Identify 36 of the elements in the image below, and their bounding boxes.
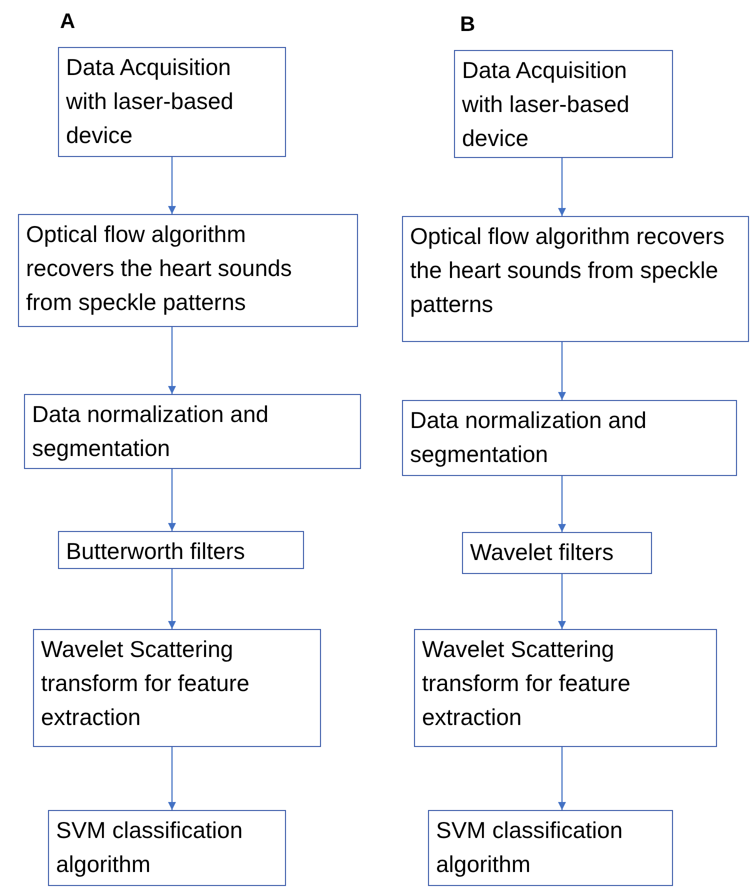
step-text: Data normalization and segmentation <box>410 406 648 469</box>
arrow <box>558 476 566 532</box>
process-box <box>462 532 652 574</box>
step-text: Data normalization and segmentation <box>32 400 270 463</box>
step-text: Wavelet Scattering transform for feature extraction <box>422 635 632 732</box>
step-text: Butterworth filters <box>66 537 246 566</box>
step-text: Wavelet Scattering transform for feature extraction <box>41 635 250 732</box>
process-box <box>24 394 361 469</box>
process-box <box>402 400 737 476</box>
process-box <box>402 216 749 342</box>
panel-label: B <box>460 13 476 37</box>
arrow <box>168 327 176 394</box>
step-text: Optical flow algorithm recovers the heart sounds from speckle patterns <box>26 220 293 317</box>
arrow <box>558 158 566 216</box>
process-box <box>48 810 286 886</box>
arrow <box>168 157 176 214</box>
process-box <box>428 810 673 886</box>
arrow <box>558 747 566 810</box>
step-text: Data Acquisition with laser-based device <box>66 53 234 150</box>
process-box <box>33 629 321 747</box>
arrow <box>558 574 566 629</box>
arrow <box>168 569 176 629</box>
arrow <box>168 469 176 531</box>
step-text: Optical flow algorithm recovers the heart sounds from speckle patterns <box>410 222 726 319</box>
panel-label: A <box>60 10 76 34</box>
process-box <box>58 531 304 569</box>
process-box <box>58 47 286 157</box>
process-box <box>454 50 673 158</box>
step-text: Data Acquisition with laser-based device <box>462 56 630 153</box>
step-text: Wavelet filters <box>470 538 615 567</box>
step-text: SVM classification algorithm <box>436 816 624 879</box>
arrow <box>558 342 566 400</box>
process-box <box>18 214 358 327</box>
step-text: SVM classification algorithm <box>56 816 244 879</box>
arrow <box>168 747 176 810</box>
process-box <box>414 629 717 747</box>
